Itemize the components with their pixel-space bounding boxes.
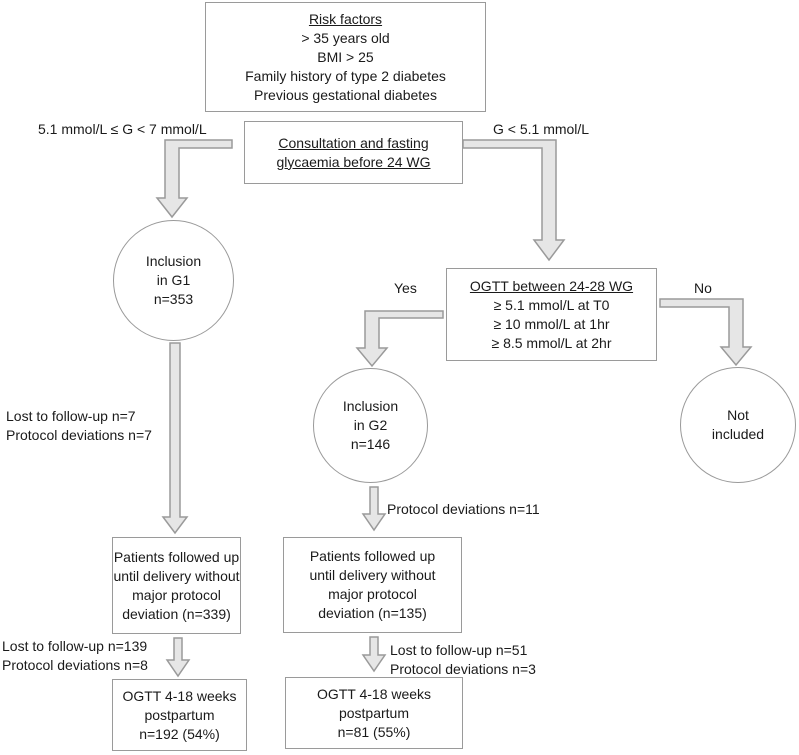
g1-followed-line1: Patients followed up <box>113 548 240 565</box>
risk-factor-family-history: Family history of type 2 diabetes <box>245 67 446 84</box>
g2-followed-line2: until delivery without <box>309 567 436 583</box>
consultation-box: Consultation and fasting glycaemia befor… <box>244 121 463 184</box>
g2-followed-box: Patients followed up until delivery with… <box>283 537 462 633</box>
risk-factors-title: Risk factors <box>308 10 383 27</box>
g1-followed-line4: deviation (n=339) <box>122 605 231 622</box>
arrow-g2-to-followed <box>361 486 387 532</box>
no-label: No <box>694 280 712 296</box>
g1-ogtt-pp-count: n=192 (54%) <box>139 725 220 742</box>
g2-followed-line1: Patients followed up <box>309 548 436 564</box>
consultation-line2: glycaemia before 24 WG <box>276 153 431 170</box>
ogtt-1hr: ≥ 10 mmol/L at 1hr <box>493 315 610 332</box>
g2-line1: Inclusion <box>342 398 399 414</box>
g2-followed-line4: deviation (n=135) <box>318 605 427 621</box>
g1-loss-label: Lost to follow-up n=7 Protocol deviation… <box>6 407 152 445</box>
arrow-g2-to-ogtt-pp <box>361 636 387 673</box>
g2-ogtt-pp-count: n=81 (55%) <box>337 723 411 740</box>
g1-followed-line3: major protocol <box>132 586 221 603</box>
g1-loss-line1: Lost to follow-up n=7 <box>6 408 136 424</box>
not-included-line1: Not <box>727 407 749 423</box>
g2-ogtt-postpartum-box: OGTT 4-18 weeks postpartum n=81 (55%) <box>285 677 463 749</box>
g2-post-loss-line2: Protocol deviations n=3 <box>390 661 536 677</box>
arrow-g1-to-ogtt-pp <box>165 637 191 678</box>
yes-label: Yes <box>394 280 417 296</box>
not-included-line2: included <box>711 426 765 442</box>
g2-post-loss-line1: Lost to follow-up n=51 <box>390 642 528 658</box>
risk-factor-bmi: BMI > 25 <box>317 48 374 65</box>
g1-followed-line2: until delivery without <box>113 567 240 584</box>
g1-line1: Inclusion <box>145 253 202 269</box>
risk-factor-age: > 35 years old <box>301 29 390 46</box>
g1-post-loss-line2: Protocol deviations n=8 <box>2 657 148 673</box>
g2-ogtt-pp-line2: postpartum <box>338 704 410 721</box>
g2-followed-line3: major protocol <box>328 586 417 602</box>
risk-factor-previous-gd: Previous gestational diabetes <box>254 86 437 103</box>
g2-ogtt-pp-line1: OGTT 4-18 weeks <box>316 685 432 702</box>
g1-count: n=353 <box>153 291 194 307</box>
consultation-line1: Consultation and fasting <box>278 134 429 151</box>
g1-loss-line2: Protocol deviations n=7 <box>6 427 152 443</box>
g2-loss-label: Protocol deviations n=11 <box>387 500 540 519</box>
branch-left-label: 5.1 mmol/L ≤ G < 7 mmol/L <box>38 121 207 137</box>
arrow-no-to-not-included <box>659 298 753 367</box>
g1-post-loss-label: Lost to follow-up n=139 Protocol deviati… <box>2 637 148 675</box>
g2-count: n=146 <box>350 436 391 452</box>
branch-right-label: G < 5.1 mmol/L <box>493 121 590 137</box>
g2-loss-line1: Protocol deviations n=11 <box>387 501 540 517</box>
g1-ogtt-pp-line1: OGTT 4-18 weeks <box>122 687 237 704</box>
inclusion-g2-node: Inclusion in G2 n=146 <box>313 368 428 483</box>
not-included-node: Not included <box>680 367 796 483</box>
ogtt-title: OGTT between 24-28 WG <box>469 277 634 294</box>
g2-post-loss-label: Lost to follow-up n=51 Protocol deviatio… <box>390 641 536 679</box>
g1-ogtt-pp-line2: postpartum <box>144 706 215 723</box>
arrow-to-ogtt <box>462 139 566 262</box>
g1-post-loss-line1: Lost to follow-up n=139 <box>2 638 148 654</box>
inclusion-g1-node: Inclusion in G1 n=353 <box>113 220 234 341</box>
ogtt-box: OGTT between 24-28 WG ≥ 5.1 mmol/L at T0… <box>446 268 657 361</box>
g1-line2: in G1 <box>156 272 191 288</box>
g1-ogtt-postpartum-box: OGTT 4-18 weeks postpartum n=192 (54%) <box>112 679 247 751</box>
g1-followed-box: Patients followed up until delivery with… <box>112 537 241 634</box>
ogtt-2hr: ≥ 8.5 mmol/L at 2hr <box>491 334 612 351</box>
arrow-yes-to-g2 <box>355 310 444 368</box>
ogtt-t0: ≥ 5.1 mmol/L at T0 <box>493 296 610 313</box>
risk-factors-box: Risk factors > 35 years old BMI > 25 Fam… <box>205 2 486 112</box>
arrow-g1-to-followed <box>161 342 189 535</box>
g2-line2: in G2 <box>353 417 388 433</box>
arrow-to-g1 <box>155 139 233 219</box>
